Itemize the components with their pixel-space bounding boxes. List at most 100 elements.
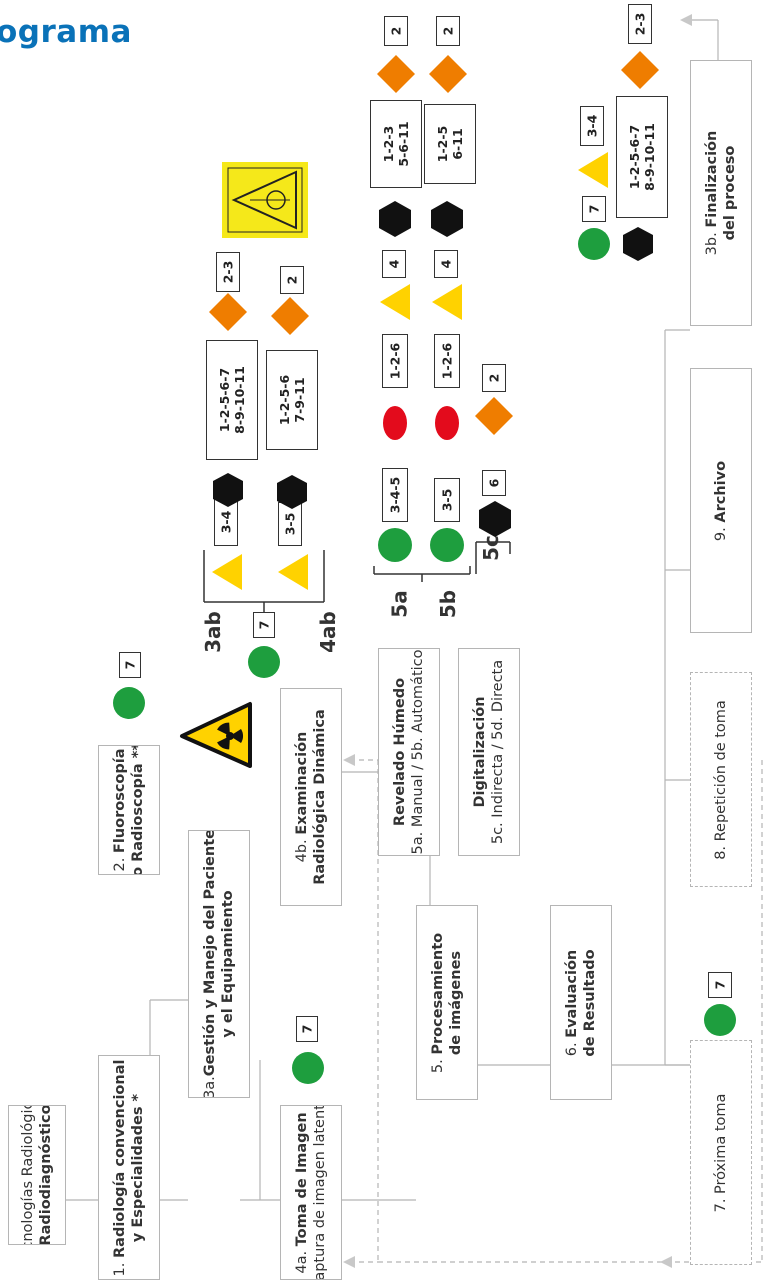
code-3b-green: 7 [582,196,606,222]
b3b-prefix: 3b. [704,232,720,256]
b2-bold1: Fluoroscopía [112,748,128,854]
code-box-4a-7: 7 [296,1016,318,1042]
b4a-prefix: 4a. [294,1250,310,1274]
tecnologias-line1: Tecnologías Radiológicas [20,1105,36,1245]
code-3ab-tri: 3-4 [214,498,238,546]
orange-diamond-icon [271,297,309,335]
code-3b-tri: 3-4 [580,106,604,146]
code-5c-hex: 6 [482,470,506,496]
radiation-warning-icon [180,702,252,768]
green-circle-icon [704,1004,736,1036]
b1-bold1: Radiología convencional [112,1059,128,1258]
b3b-bold2: del proceso [722,145,738,241]
radiation-sign-icon [222,162,308,238]
green-circle-icon [430,528,464,562]
group-4ab-label: 4ab [315,611,340,653]
code-5b-green: 3-5 [434,478,460,522]
green-circle-icon [248,646,280,678]
orange-diamond-icon [475,397,513,435]
b7-line1: 7. Próxima toma [713,1093,729,1212]
b4b-prefix: 4b. [294,839,310,863]
b3a-bold1: Gestión y Manejo del Paciente [202,830,218,1077]
group-3ab-label: 3ab [200,611,225,653]
b1-bold2: y Especialidades * [130,1093,146,1242]
tecnologias-line2: Radiodiagnóstico [38,1105,54,1245]
code-box-2-7: 7 [119,652,141,678]
code-5a-red: 1-2-6 [382,334,408,388]
code-3b-dia: 2-3 [628,4,652,44]
green-circle-icon [113,687,145,719]
b5-prefix: 5. [430,1058,446,1073]
group-5b-label: 5b [436,589,461,619]
yellow-triangle-icon [278,554,308,590]
code-5c-dia: 2 [482,364,506,392]
black-hexagon-icon [479,501,511,537]
green-circle-icon [378,528,412,562]
b5-bold1: Procesamiento [430,932,446,1055]
code-5b-dia: 2 [436,16,460,46]
code-5a-green: 3-4-5 [382,468,408,522]
b2-prefix: 2. [112,857,128,872]
b6-bold1: Evaluación [564,949,580,1038]
b4b-bold1: Examinación [294,731,310,835]
b9-prefix: 9. [713,526,729,541]
code-5a-tri: 4 [382,250,406,278]
box-8-repeticion: 8. Repetición de toma [690,672,752,887]
digital-line2: 5c. Indirecta / 5d. Directa [490,659,506,845]
yellow-triangle-icon [212,554,242,590]
black-hexagon-icon [213,473,243,507]
b9-bold1: Archivo [713,460,729,523]
orange-diamond-icon [377,55,415,93]
orange-diamond-icon [429,55,467,93]
group-5a-label: 5a [387,590,412,618]
black-hexagon-icon [379,201,411,237]
green-circle-icon [578,228,610,260]
b2-bold2: o Radioscopía ** [130,745,146,875]
box-7-proxima-toma: 7. Próxima toma [690,1040,752,1265]
code-5b-tri: 4 [434,250,458,278]
code-4ab-dia: 2 [280,266,304,294]
b4b-bold2: Radiológica Dinámica [312,709,328,885]
revelado-bold1: Revelado Húmedo [392,677,408,827]
code-5a-dia: 2 [384,16,408,46]
red-ellipse-icon [435,406,459,440]
box-9-archivo: 9. Archivo [690,368,752,633]
b4a-line2: Captura de imagen latente [312,1105,328,1280]
orange-diamond-icon [621,51,659,89]
red-ellipse-icon [383,406,407,440]
black-hexagon-icon [277,475,307,509]
code-5b-red: 1-2-6 [434,334,460,388]
yellow-triangle-icon [380,284,410,320]
page-title: ograma [0,14,132,50]
digital-bold1: Digitalización [472,696,488,808]
orange-diamond-icon [209,293,247,331]
b3a-bold2: y el Equipamiento [220,890,236,1038]
b4a-bold1: Toma de Imagen [294,1111,310,1246]
code-3ab-7: 7 [253,612,275,638]
b5-bold2: de imágenes [448,950,464,1055]
yellow-triangle-icon [578,152,608,188]
group-5c-label: 5c [478,535,503,561]
black-hexagon-icon [431,201,463,237]
b1-prefix: 1. [112,1262,128,1276]
code-7-next: 7 [708,972,732,998]
b3b-bold1: Finalización [704,130,720,228]
black-hexagon-icon [623,227,653,261]
b6-prefix: 6. [564,1041,580,1056]
